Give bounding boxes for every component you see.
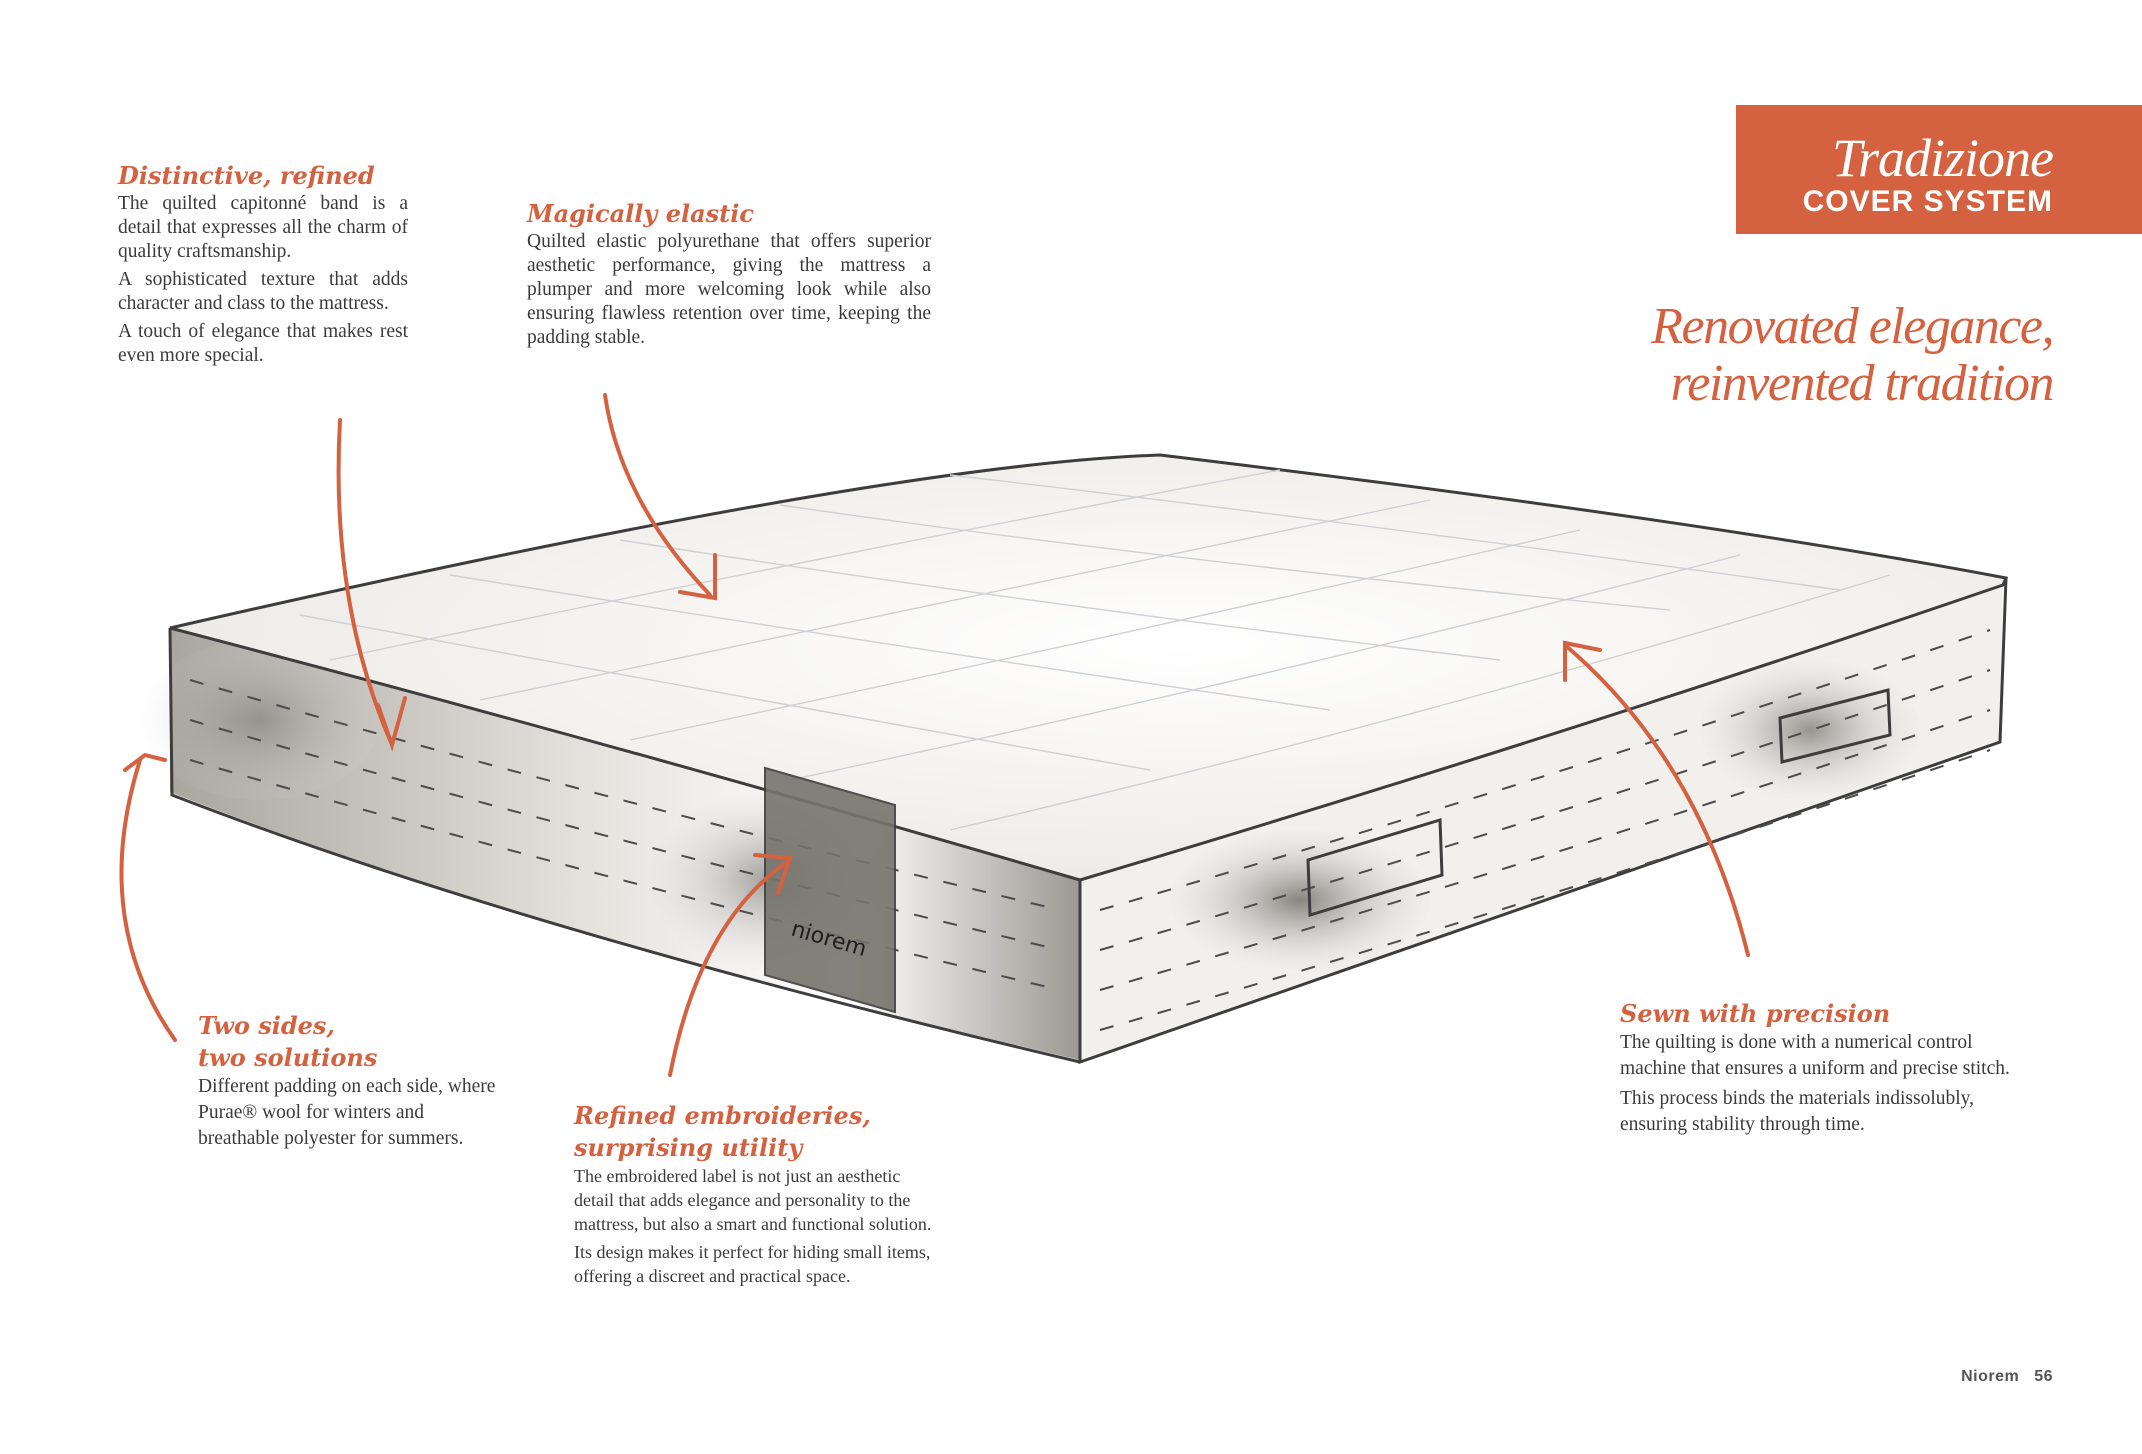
section-badge: Tradizione COVER SYSTEM	[1736, 105, 2142, 234]
callout-embroideries: Refined embroideries, surprising utility…	[574, 1100, 944, 1292]
callout-distinctive-p1: The quilted capitonné band is a detail t…	[118, 193, 408, 262]
tagline-line2: reinvented tradition	[1670, 355, 2054, 412]
badge-title: Tradizione	[1831, 128, 2054, 188]
callout-two-sides-title: Two sides, two solutions	[198, 1010, 498, 1074]
callout-two-sides: Two sides, two solutions Different paddi…	[198, 1010, 498, 1156]
callout-distinctive: Distinctive, refined The quilted capiton…	[118, 160, 408, 372]
callout-sewn: Sewn with precision The quilting is done…	[1620, 998, 2040, 1142]
callout-distinctive-title: Distinctive, refined	[118, 161, 375, 190]
callout-embroideries-title-line2: surprising utility	[574, 1133, 803, 1162]
callout-embroideries-title-line1: Refined embroideries,	[574, 1101, 871, 1130]
callout-two-sides-title-line2: two solutions	[198, 1043, 378, 1072]
callout-embroideries-p1: The embroidered label is not just an aes…	[574, 1166, 932, 1234]
callout-two-sides-title-line1: Two sides,	[198, 1011, 335, 1040]
callout-distinctive-p2: A sophisticated texture that adds charac…	[118, 269, 408, 314]
callout-embroideries-title: Refined embroideries, surprising utility	[574, 1100, 944, 1164]
badge-subtitle: COVER SYSTEM	[1802, 185, 2053, 218]
callout-elastic: Magically elastic Quilted elastic polyur…	[527, 198, 931, 354]
callout-sewn-p2: This process binds the materials indisso…	[1620, 1088, 1975, 1135]
tagline: Renovated elegance, reinvented tradition	[1651, 298, 2054, 412]
callout-sewn-p1: The quilting is done with a numerical co…	[1620, 1032, 2010, 1079]
callout-distinctive-p3: A touch of elegance that makes rest even…	[118, 321, 408, 366]
callout-two-sides-p1: Different padding on each side, where Pu…	[198, 1076, 496, 1149]
callout-sewn-title: Sewn with precision	[1620, 999, 1891, 1028]
tagline-line1: Renovated elegance,	[1651, 298, 2054, 355]
callout-embroideries-p2: Its design makes it perfect for hiding s…	[574, 1242, 931, 1286]
page-footer: Niorem 56	[1961, 1368, 2053, 1386]
footer-brand: Niorem	[1961, 1368, 2020, 1385]
page-number: 56	[2034, 1368, 2053, 1385]
callout-elastic-p1: Quilted elastic polyurethane that offers…	[527, 231, 931, 348]
callout-elastic-title: Magically elastic	[527, 199, 754, 228]
